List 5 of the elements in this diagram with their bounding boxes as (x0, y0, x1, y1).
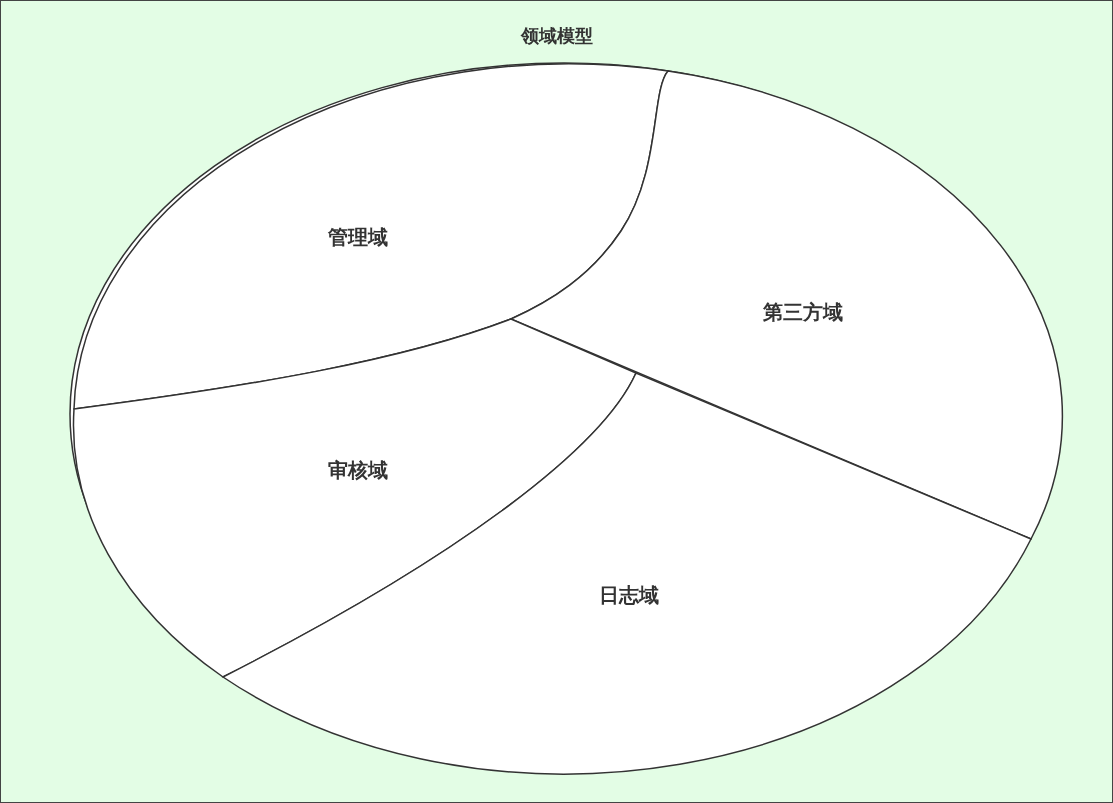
region-label: 第三方域 (763, 298, 843, 326)
region-label: 审核域 (328, 456, 388, 484)
region-label: 管理域 (328, 223, 388, 251)
group-label: 领域模型 (521, 24, 593, 48)
region-label: 日志域 (599, 581, 659, 609)
